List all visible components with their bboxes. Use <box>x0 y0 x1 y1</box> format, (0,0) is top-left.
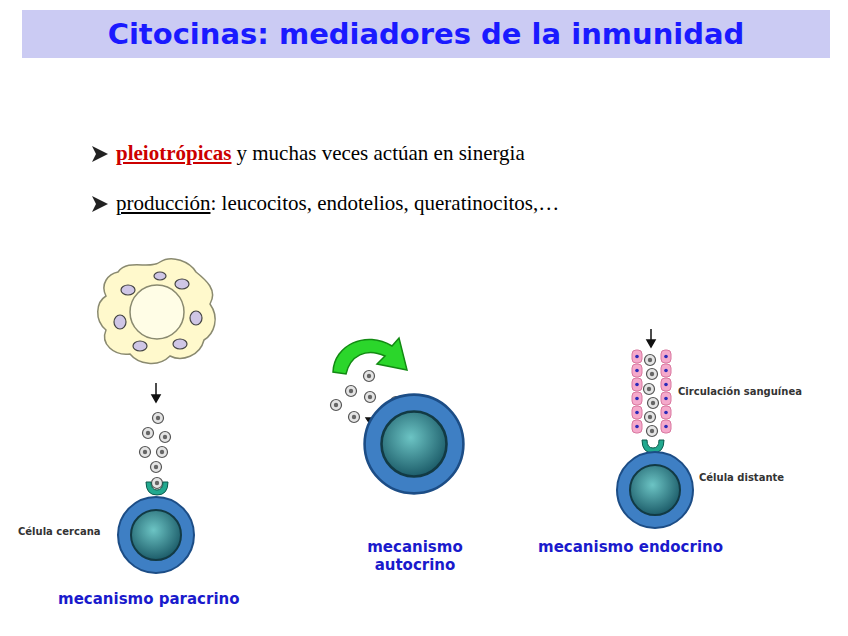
vessel-cell <box>632 420 642 433</box>
vessel-nucleus <box>635 425 639 429</box>
arrow <box>152 383 160 402</box>
vessel-nucleus <box>664 355 668 359</box>
blood-vessel <box>632 350 671 433</box>
mechanism-label: mecanismo paracrino <box>58 590 240 608</box>
vessel-cell <box>632 350 642 363</box>
cytokines <box>644 355 659 437</box>
vessel-cell <box>632 364 642 377</box>
bullet-arrow <box>92 146 108 212</box>
vessel-cell <box>661 350 671 363</box>
slide-title: Citocinas: mediadores de la inmunidad <box>22 10 830 58</box>
target-cell <box>118 497 194 573</box>
vessel-nucleus <box>664 425 668 429</box>
vessel-nucleus <box>635 397 639 401</box>
cell-label: Célula distante <box>699 472 784 484</box>
vessel-cell <box>661 420 671 433</box>
vessel-cell <box>632 378 642 391</box>
receptor <box>642 440 664 453</box>
vessel-nucleus <box>664 383 668 387</box>
keyword: producción <box>116 191 210 216</box>
autocrine-cell <box>365 395 464 494</box>
secreting-cell <box>98 259 215 364</box>
cytokines <box>140 413 171 489</box>
distant-cell <box>617 452 693 528</box>
vessel-nucleus <box>664 397 668 401</box>
vessel-nucleus <box>664 369 668 373</box>
vessel-nucleus <box>635 355 639 359</box>
mechanism-label: mecanismo endocrino <box>538 538 723 556</box>
vessel-cell <box>661 378 671 391</box>
loop-arrow <box>333 338 407 374</box>
vessel-nucleus <box>635 411 639 415</box>
bullet-text: y muchas veces actúan en sinergia <box>237 141 525 166</box>
arrow <box>647 329 655 347</box>
vessel-cell <box>632 406 642 419</box>
mechanism-label: mecanismo autocrino <box>355 538 475 574</box>
vessel-nucleus <box>635 369 639 373</box>
vessel-nucleus <box>664 411 668 415</box>
bullet-text: : leucocitos, endotelios, queratinocitos… <box>210 191 559 216</box>
keyword: pleiotrópicas <box>116 141 232 166</box>
vessel-cell <box>661 406 671 419</box>
vessel-cell <box>632 392 642 405</box>
vessel-nucleus <box>635 383 639 387</box>
vessel-cell <box>661 392 671 405</box>
cell-label: Célula cercana <box>18 526 101 538</box>
vessel-cell <box>661 364 671 377</box>
receptor <box>146 482 168 495</box>
vessel-label: Circulación sanguínea <box>678 386 802 398</box>
